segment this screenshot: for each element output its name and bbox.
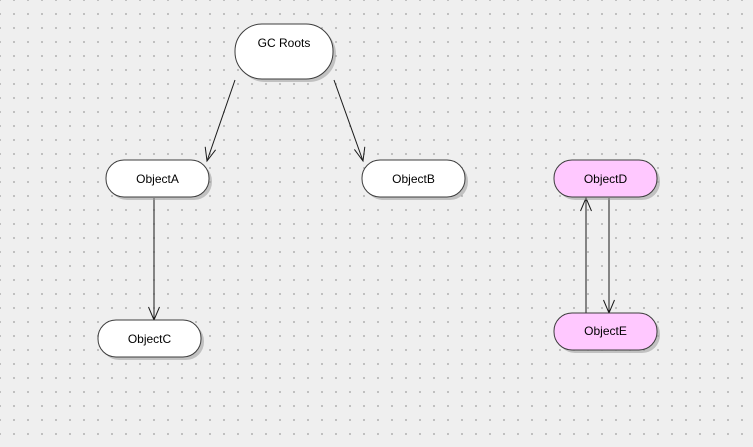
node-gc-roots[interactable]: GC Roots — [234, 23, 336, 82]
node-object-b[interactable]: ObjectB — [361, 159, 468, 200]
edge-gcroots-to-objectb — [333, 79, 366, 163]
edge-objecta-to-objectc — [148, 198, 160, 322]
edge-objectd-to-objecte — [603, 198, 615, 315]
node-object-c-label: ObjectC — [128, 332, 172, 346]
node-object-c[interactable]: ObjectC — [97, 319, 204, 360]
edges — [148, 79, 615, 322]
node-object-e-label: ObjectE — [584, 324, 627, 338]
node-object-d-label: ObjectD — [584, 172, 628, 186]
node-object-a[interactable]: ObjectA — [105, 159, 212, 200]
nodes: GC Roots ObjectA ObjectB ObjectC ObjectD… — [97, 23, 660, 360]
edge-gcroots-to-objecta — [204, 79, 236, 163]
node-object-d[interactable]: ObjectD — [553, 159, 660, 200]
node-object-e[interactable]: ObjectE — [553, 312, 660, 353]
node-gc-roots-label: GC Roots — [258, 36, 311, 50]
edge-objecte-to-objectd — [580, 196, 592, 313]
node-object-b-label: ObjectB — [392, 172, 435, 186]
node-object-a-label: ObjectA — [136, 172, 179, 186]
